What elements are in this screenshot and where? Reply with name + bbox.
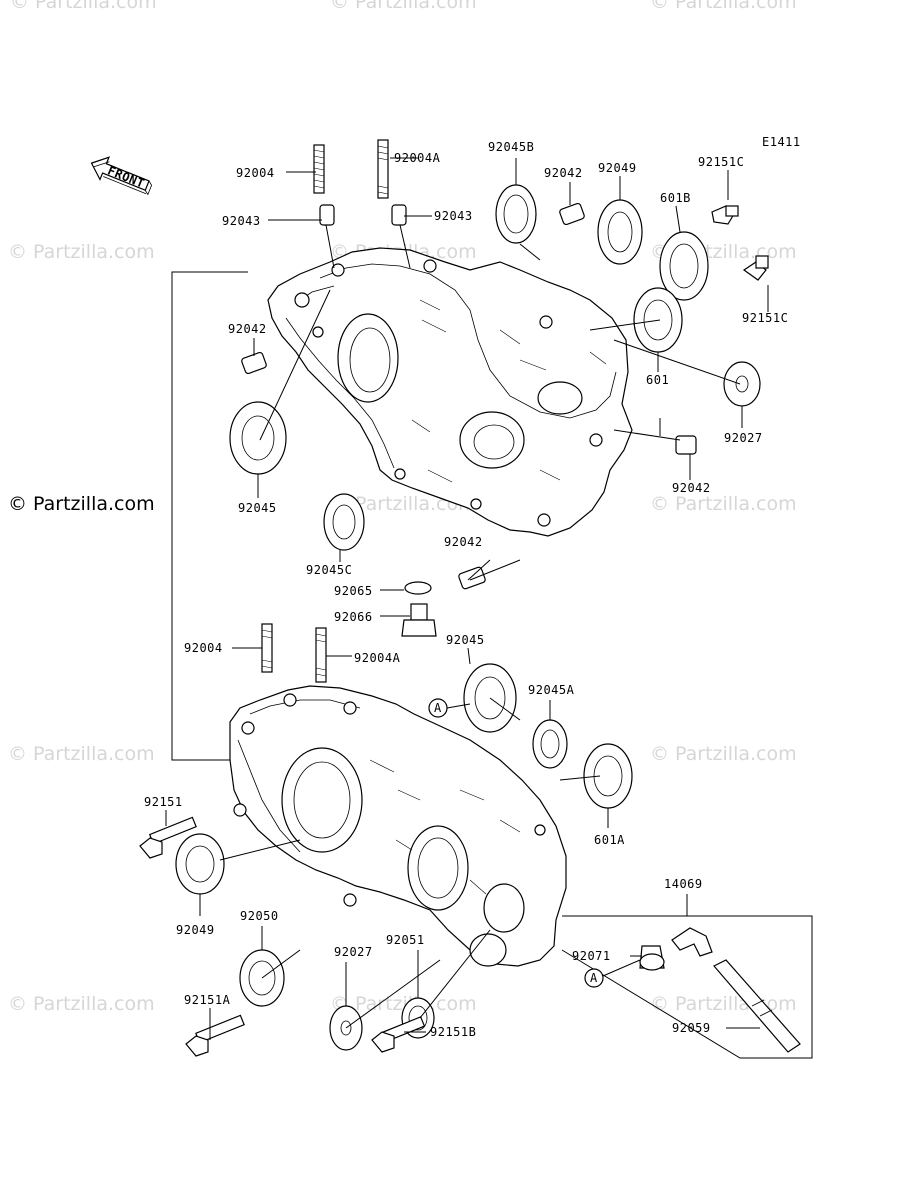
bearing-92045-left (229, 401, 287, 475)
label-92042: 92042 (672, 481, 711, 495)
bolt-92151c-right (742, 255, 769, 281)
label-92004a: 92004A (394, 151, 441, 165)
label-92004: 92004 (236, 166, 275, 180)
washer-92027-right (723, 361, 761, 407)
bearing-601a (583, 743, 633, 809)
label-92071: 92071 (572, 949, 611, 963)
label-14069: 14069 (664, 877, 703, 891)
watermark: © Partzilla.com (650, 743, 797, 765)
upper-crankcase (267, 247, 633, 537)
label-92042: 92042 (444, 535, 483, 549)
leader-lines (165, 157, 769, 1040)
label-92066: 92066 (334, 610, 373, 624)
fitting-92071 (639, 945, 665, 971)
callout-a-text: A (434, 701, 442, 715)
leader (446, 703, 641, 977)
label-92151b: 92151B (430, 1025, 476, 1039)
label-92027: 92027 (334, 945, 373, 959)
part-labels: 92004 92004A 92043 92043 92045B 92042 92… (144, 140, 788, 1039)
diagram-code: E1411 (762, 135, 801, 149)
bolt-92151 (139, 816, 197, 859)
washer-92065 (404, 581, 432, 595)
label-601: 601 (646, 373, 669, 387)
dowel-92042-top (559, 202, 585, 226)
dowel-92042-mid (458, 566, 486, 590)
dowel-92043-left (319, 204, 335, 226)
inset-box (561, 915, 813, 1059)
bearing-601b (659, 231, 709, 301)
label-92151c: 92151C (742, 311, 788, 325)
label-92027: 92027 (724, 431, 763, 445)
label-92151a: 92151A (184, 993, 231, 1007)
label-92043: 92043 (222, 214, 261, 228)
watermark: © Partzilla.com (330, 993, 477, 1015)
label-92042: 92042 (544, 166, 583, 180)
stud-92004a-low (315, 627, 327, 683)
label-92151c: 92151C (698, 155, 744, 169)
label-92004: 92004 (184, 641, 223, 655)
label-92045: 92045 (446, 633, 485, 647)
watermark: © Partzilla.com (330, 0, 477, 13)
bolt-92151b (371, 1016, 426, 1053)
drain-plug-92066 (401, 603, 437, 637)
label-92059: 92059 (672, 1021, 711, 1035)
label-92042: 92042 (228, 322, 267, 336)
bolt-92151a (185, 1014, 245, 1057)
front-arrow-icon: FRONT (90, 156, 153, 196)
stud-92004-top (313, 144, 325, 194)
label-92049: 92049 (598, 161, 637, 175)
label-92049: 92049 (176, 923, 215, 937)
label-601b: 601B (660, 191, 691, 205)
label-92151: 92151 (144, 795, 183, 809)
bearing-92045b (495, 184, 537, 244)
bearing-92045c (323, 493, 365, 551)
oil-seal-92049-low (175, 833, 225, 895)
oil-seal-92049-top (597, 199, 643, 265)
label-601a: 601A (594, 833, 625, 847)
label-92045b: 92045B (488, 140, 534, 154)
watermark: © Partzilla.com (10, 0, 157, 13)
dowel-92042-right (675, 435, 697, 455)
lower-crankcase (229, 685, 567, 967)
watermark: © Partzilla.com (8, 241, 155, 263)
label-92050: 92050 (240, 909, 279, 923)
stud-92004-low (261, 623, 273, 673)
bolt-92151c-top (711, 205, 739, 225)
watermark: © Partzilla.com (650, 993, 797, 1015)
case-bracket (171, 271, 248, 761)
elbow-fitting (671, 927, 713, 957)
label-92045c: 92045C (306, 563, 352, 577)
watermark: © Partzilla.com (650, 0, 797, 13)
watermark: © Partzilla.com (8, 993, 155, 1015)
copyright-text: © Partzilla.com (8, 493, 155, 515)
label-92045: 92045 (238, 501, 277, 515)
callout-a-lower: A (584, 968, 604, 988)
leader (325, 224, 411, 269)
bearing-92045a (532, 719, 568, 769)
label-92065: 92065 (334, 584, 373, 598)
hose-92059 (713, 959, 801, 1053)
dowel-92042-left (241, 351, 267, 375)
label-92045a: 92045A (528, 683, 575, 697)
front-label: FRONT (106, 163, 147, 190)
watermark: © Partzilla.com (650, 493, 797, 515)
callout-a-upper: A (428, 698, 448, 718)
label-92004a: 92004A (354, 651, 401, 665)
stud-92004a-top (377, 139, 389, 199)
watermarks: © Partzilla.com © Partzilla.com © Partzi… (8, 0, 797, 1015)
callout-a-text: A (590, 971, 598, 985)
label-92043: 92043 (434, 209, 473, 223)
dowel-92043-right (391, 204, 407, 226)
label-92051: 92051 (386, 933, 425, 947)
watermark: © Partzilla.com (8, 743, 155, 765)
